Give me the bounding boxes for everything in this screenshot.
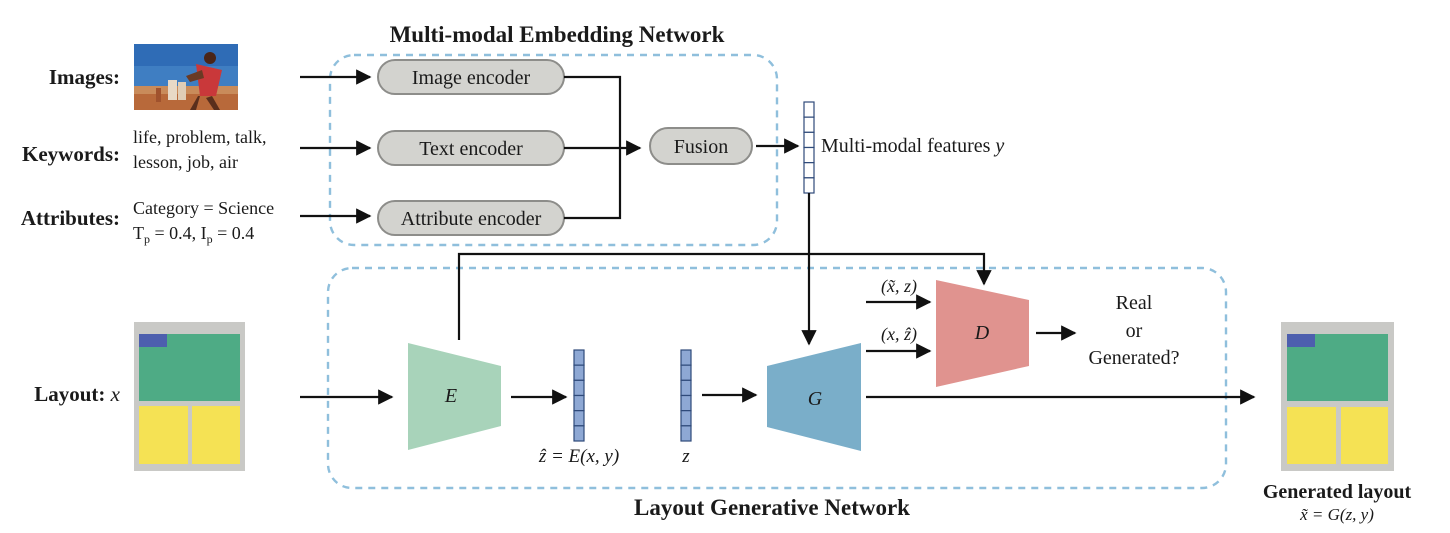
attribute-encoder-label: Attribute encoder: [401, 208, 542, 230]
feature-vector-cell: [803, 146, 815, 164]
text-encoder-label: Text encoder: [419, 138, 523, 160]
zhat-vector-cell: [573, 379, 585, 397]
discriminator-output-line1: Real: [1116, 292, 1153, 314]
z-vector-cell: [680, 364, 692, 381]
generated-layout: [1281, 322, 1394, 471]
attributes-line2: Tp = 0.4, Ip = 0.4: [133, 223, 254, 246]
feature-vector-cell: [803, 116, 815, 133]
zhat-vector: [573, 349, 585, 442]
keywords-line1: life, problem, talk,: [133, 127, 266, 147]
feature-vector-cell: [803, 162, 815, 179]
zhat-vector-cell: [573, 394, 585, 412]
zhat-vector-cell: [573, 410, 585, 427]
fusion-label: Fusion: [674, 136, 728, 158]
generative-network-group: [326, 266, 1228, 490]
feature-vector-cell: [803, 101, 815, 118]
keywords-line2: lesson, job, air: [133, 152, 238, 172]
attributes-label: Attributes:: [21, 206, 120, 230]
z-vector-cell: [680, 410, 692, 427]
z-vector: [680, 349, 692, 442]
fusion-box: [649, 127, 753, 165]
images-label: Images:: [49, 65, 120, 89]
embedding-network-group: [328, 53, 779, 247]
discriminator-output-line2: or: [1126, 320, 1143, 342]
encoder-E-shape: [408, 343, 501, 450]
generator-G-label: G: [808, 388, 823, 410]
image-encoder-label: Image encoder: [412, 67, 531, 89]
keywords-label: Keywords:: [22, 142, 120, 166]
z-vector-cell: [680, 394, 692, 412]
z-vector-cell: [680, 425, 692, 442]
generated-layout-label: Generated layout: [1263, 481, 1412, 503]
input-layout: [134, 322, 245, 471]
zhat-vector-cell: [573, 364, 585, 381]
attributes-line1: Category = Science: [133, 198, 274, 218]
input-photo: [134, 44, 238, 110]
real-pair-label: (x, ẑ): [881, 324, 917, 345]
generator-G-shape: [767, 343, 861, 451]
generated-layout-formula: x̃ = G(z, y): [1299, 505, 1374, 524]
z-label: z: [681, 446, 690, 467]
features-label: Multi-modal features y: [821, 135, 1004, 157]
encoder-E-label: E: [444, 385, 457, 407]
z-vector-cell: [680, 379, 692, 397]
discriminator-output-line3: Generated?: [1088, 347, 1179, 369]
zhat-label: ẑ = E(x, y): [538, 446, 619, 467]
generative-network-title: Layout Generative Network: [634, 495, 910, 520]
feature-vector-cell: [803, 177, 815, 194]
features-branch-line: [457, 252, 992, 340]
discriminator-D-label: D: [974, 322, 990, 344]
fake-pair-label: (x̃, z): [881, 276, 917, 297]
zhat-vector-cell: [573, 349, 585, 366]
z-vector-cell: [680, 349, 692, 366]
layout-label: Layout: x: [34, 382, 120, 406]
feature-vector: [803, 101, 815, 194]
feature-vector-cell: [803, 131, 815, 149]
zhat-vector-cell: [573, 425, 585, 442]
discriminator-D-shape: [936, 280, 1029, 387]
embedding-network-title: Multi-modal Embedding Network: [390, 22, 725, 47]
